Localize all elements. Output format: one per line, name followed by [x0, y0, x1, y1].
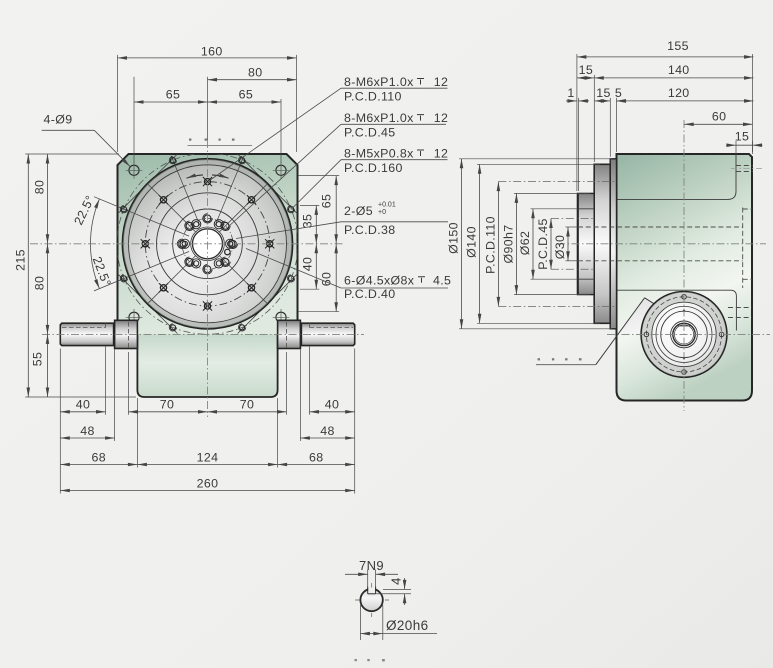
svg-text:+0.01: +0.01: [378, 202, 396, 209]
svg-text:8-M6xP1.0x: 8-M6xP1.0x: [344, 111, 414, 125]
svg-text:15: 15: [735, 130, 749, 144]
svg-text:68: 68: [92, 450, 106, 464]
svg-text:P.C.D.40: P.C.D.40: [344, 287, 395, 301]
svg-text:15: 15: [596, 86, 610, 100]
svg-text:15: 15: [579, 63, 593, 77]
svg-text:48: 48: [80, 424, 94, 438]
svg-text:Ø62: Ø62: [518, 231, 532, 255]
svg-text:48: 48: [320, 424, 334, 438]
svg-text:Ø30: Ø30: [553, 235, 567, 259]
svg-text:Ø20h6: Ø20h6: [386, 618, 429, 633]
svg-text:P.C.D.45: P.C.D.45: [344, 125, 395, 139]
svg-text:7N9: 7N9: [359, 558, 384, 573]
svg-text:4.5: 4.5: [433, 273, 451, 287]
svg-text:2-Ø5: 2-Ø5: [344, 204, 373, 218]
svg-text:68: 68: [309, 450, 323, 464]
svg-text:260: 260: [197, 476, 219, 490]
svg-text:Ø140: Ø140: [465, 226, 479, 258]
svg-text:80: 80: [33, 180, 47, 194]
svg-text:60: 60: [320, 272, 334, 286]
svg-text:140: 140: [668, 63, 690, 77]
svg-text:70: 70: [240, 398, 254, 412]
svg-text:70: 70: [160, 398, 174, 412]
svg-text:215: 215: [14, 249, 28, 271]
svg-text:4: 4: [389, 577, 404, 585]
svg-text:80: 80: [33, 276, 47, 290]
svg-text:160: 160: [201, 44, 223, 58]
svg-text:40: 40: [301, 257, 315, 271]
svg-text:P.C.D.110: P.C.D.110: [344, 89, 402, 103]
svg-text:80: 80: [248, 65, 262, 79]
svg-text:12: 12: [434, 111, 448, 125]
svg-text:6-Ø4.5xØ8x: 6-Ø4.5xØ8x: [344, 273, 415, 287]
svg-text:4-Ø9: 4-Ø9: [44, 113, 73, 127]
svg-text:65: 65: [320, 194, 334, 208]
svg-text:120: 120: [668, 86, 690, 100]
svg-text:12: 12: [434, 75, 448, 89]
svg-text:35: 35: [301, 214, 315, 228]
svg-text:P.C.D.110: P.C.D.110: [483, 216, 497, 274]
svg-text:155: 155: [667, 39, 689, 53]
svg-text:8-M6xP1.0x: 8-M6xP1.0x: [344, 75, 414, 89]
svg-text:65: 65: [166, 88, 180, 102]
svg-text:12: 12: [434, 147, 448, 161]
svg-text:P.C.D.160: P.C.D.160: [344, 161, 403, 175]
svg-text:+0: +0: [378, 209, 386, 216]
svg-text:55: 55: [31, 352, 45, 366]
svg-text:Ø150: Ø150: [447, 222, 461, 254]
svg-text:8-M5xP0.8x: 8-M5xP0.8x: [344, 147, 414, 161]
svg-text:124: 124: [197, 450, 219, 464]
svg-text:1: 1: [567, 86, 574, 100]
svg-text:P.C.D.38: P.C.D.38: [344, 223, 395, 237]
svg-text:40: 40: [76, 398, 90, 412]
svg-text:Ø90h7: Ø90h7: [501, 225, 515, 264]
svg-text:65: 65: [239, 88, 253, 102]
svg-text:60: 60: [712, 109, 726, 123]
svg-text:P.C.D.45: P.C.D.45: [536, 218, 550, 269]
svg-text:5: 5: [615, 86, 622, 100]
svg-text:40: 40: [325, 398, 339, 412]
